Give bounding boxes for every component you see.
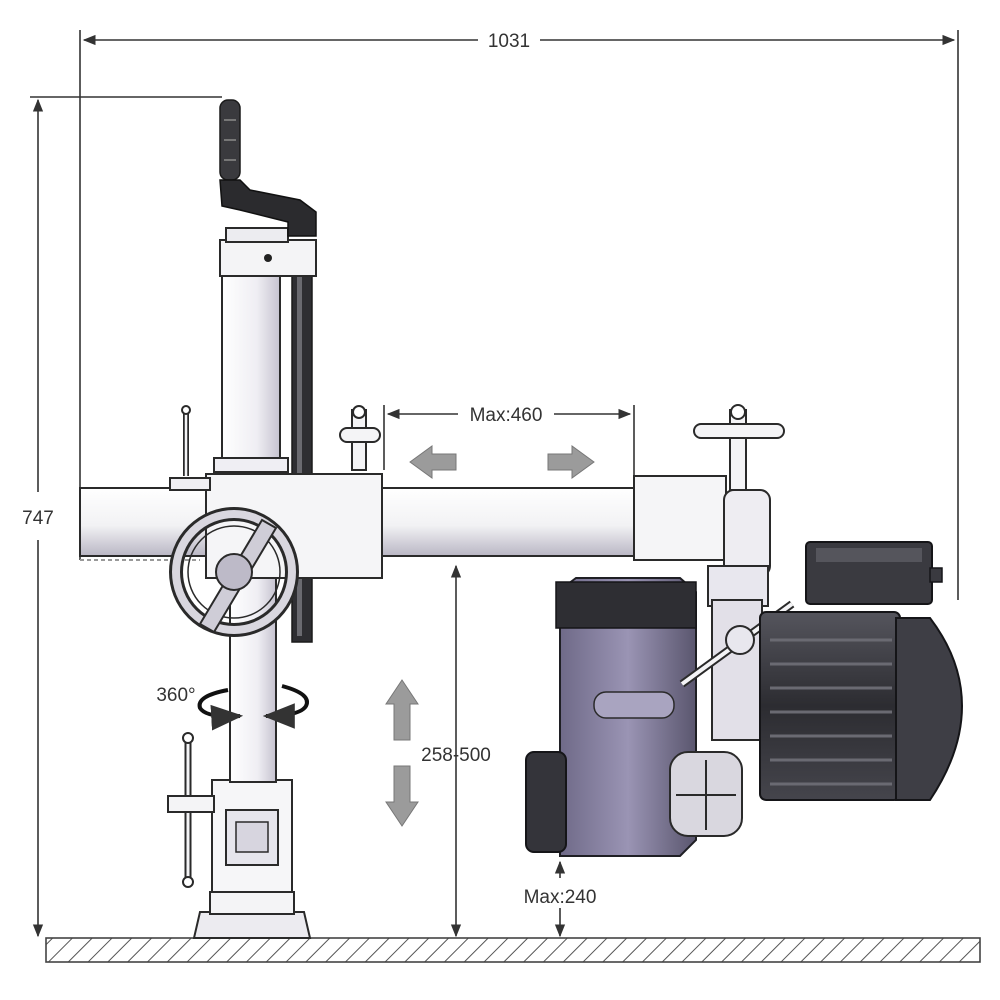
overall-width-label: 1031: [488, 31, 530, 52]
feed-roller-knob[interactable]: [669, 751, 743, 837]
height-range-label: 258-500: [421, 745, 491, 766]
overall-height-label: 747: [22, 508, 54, 529]
clamp-lever-lower[interactable]: [167, 732, 215, 888]
min-clearance-label: Max:240: [524, 887, 597, 908]
height-adjust-arrows: [385, 679, 419, 827]
rotation-arrow-icon: [197, 688, 244, 731]
base-foot: [192, 779, 312, 939]
arrow-left-icon: [409, 445, 457, 479]
rotation-indicator: 360°: [156, 684, 309, 731]
arrow-down-icon: [385, 765, 419, 827]
sliding-sleeve: [633, 475, 771, 741]
dimension-min-clearance: Max:240: [524, 860, 597, 938]
arm-clamp-lever[interactable]: [181, 405, 191, 476]
arm-lock-knob[interactable]: [339, 405, 381, 471]
head-lock-knob[interactable]: [693, 404, 785, 491]
motor: [759, 541, 964, 801]
arm-travel-label: Max:460: [470, 405, 543, 426]
arrow-right-icon: [547, 445, 595, 479]
dimension-overall-width: 1031: [79, 30, 959, 600]
arm-travel-arrows: [409, 445, 595, 479]
floor: [45, 937, 981, 963]
dimension-arm-travel: Max:460: [383, 405, 635, 480]
crank-handle[interactable]: [219, 99, 317, 237]
dimension-overall-height: 747: [22, 96, 222, 938]
handwheel[interactable]: [169, 507, 299, 637]
arrow-up-icon: [385, 679, 419, 741]
rotation-arrow-icon: [262, 684, 309, 729]
dimension-height-range: 258-500: [421, 564, 491, 938]
feeder-gearbox: [525, 577, 697, 857]
rotation-label: 360°: [156, 685, 195, 706]
horizontal-arm: [79, 473, 641, 579]
